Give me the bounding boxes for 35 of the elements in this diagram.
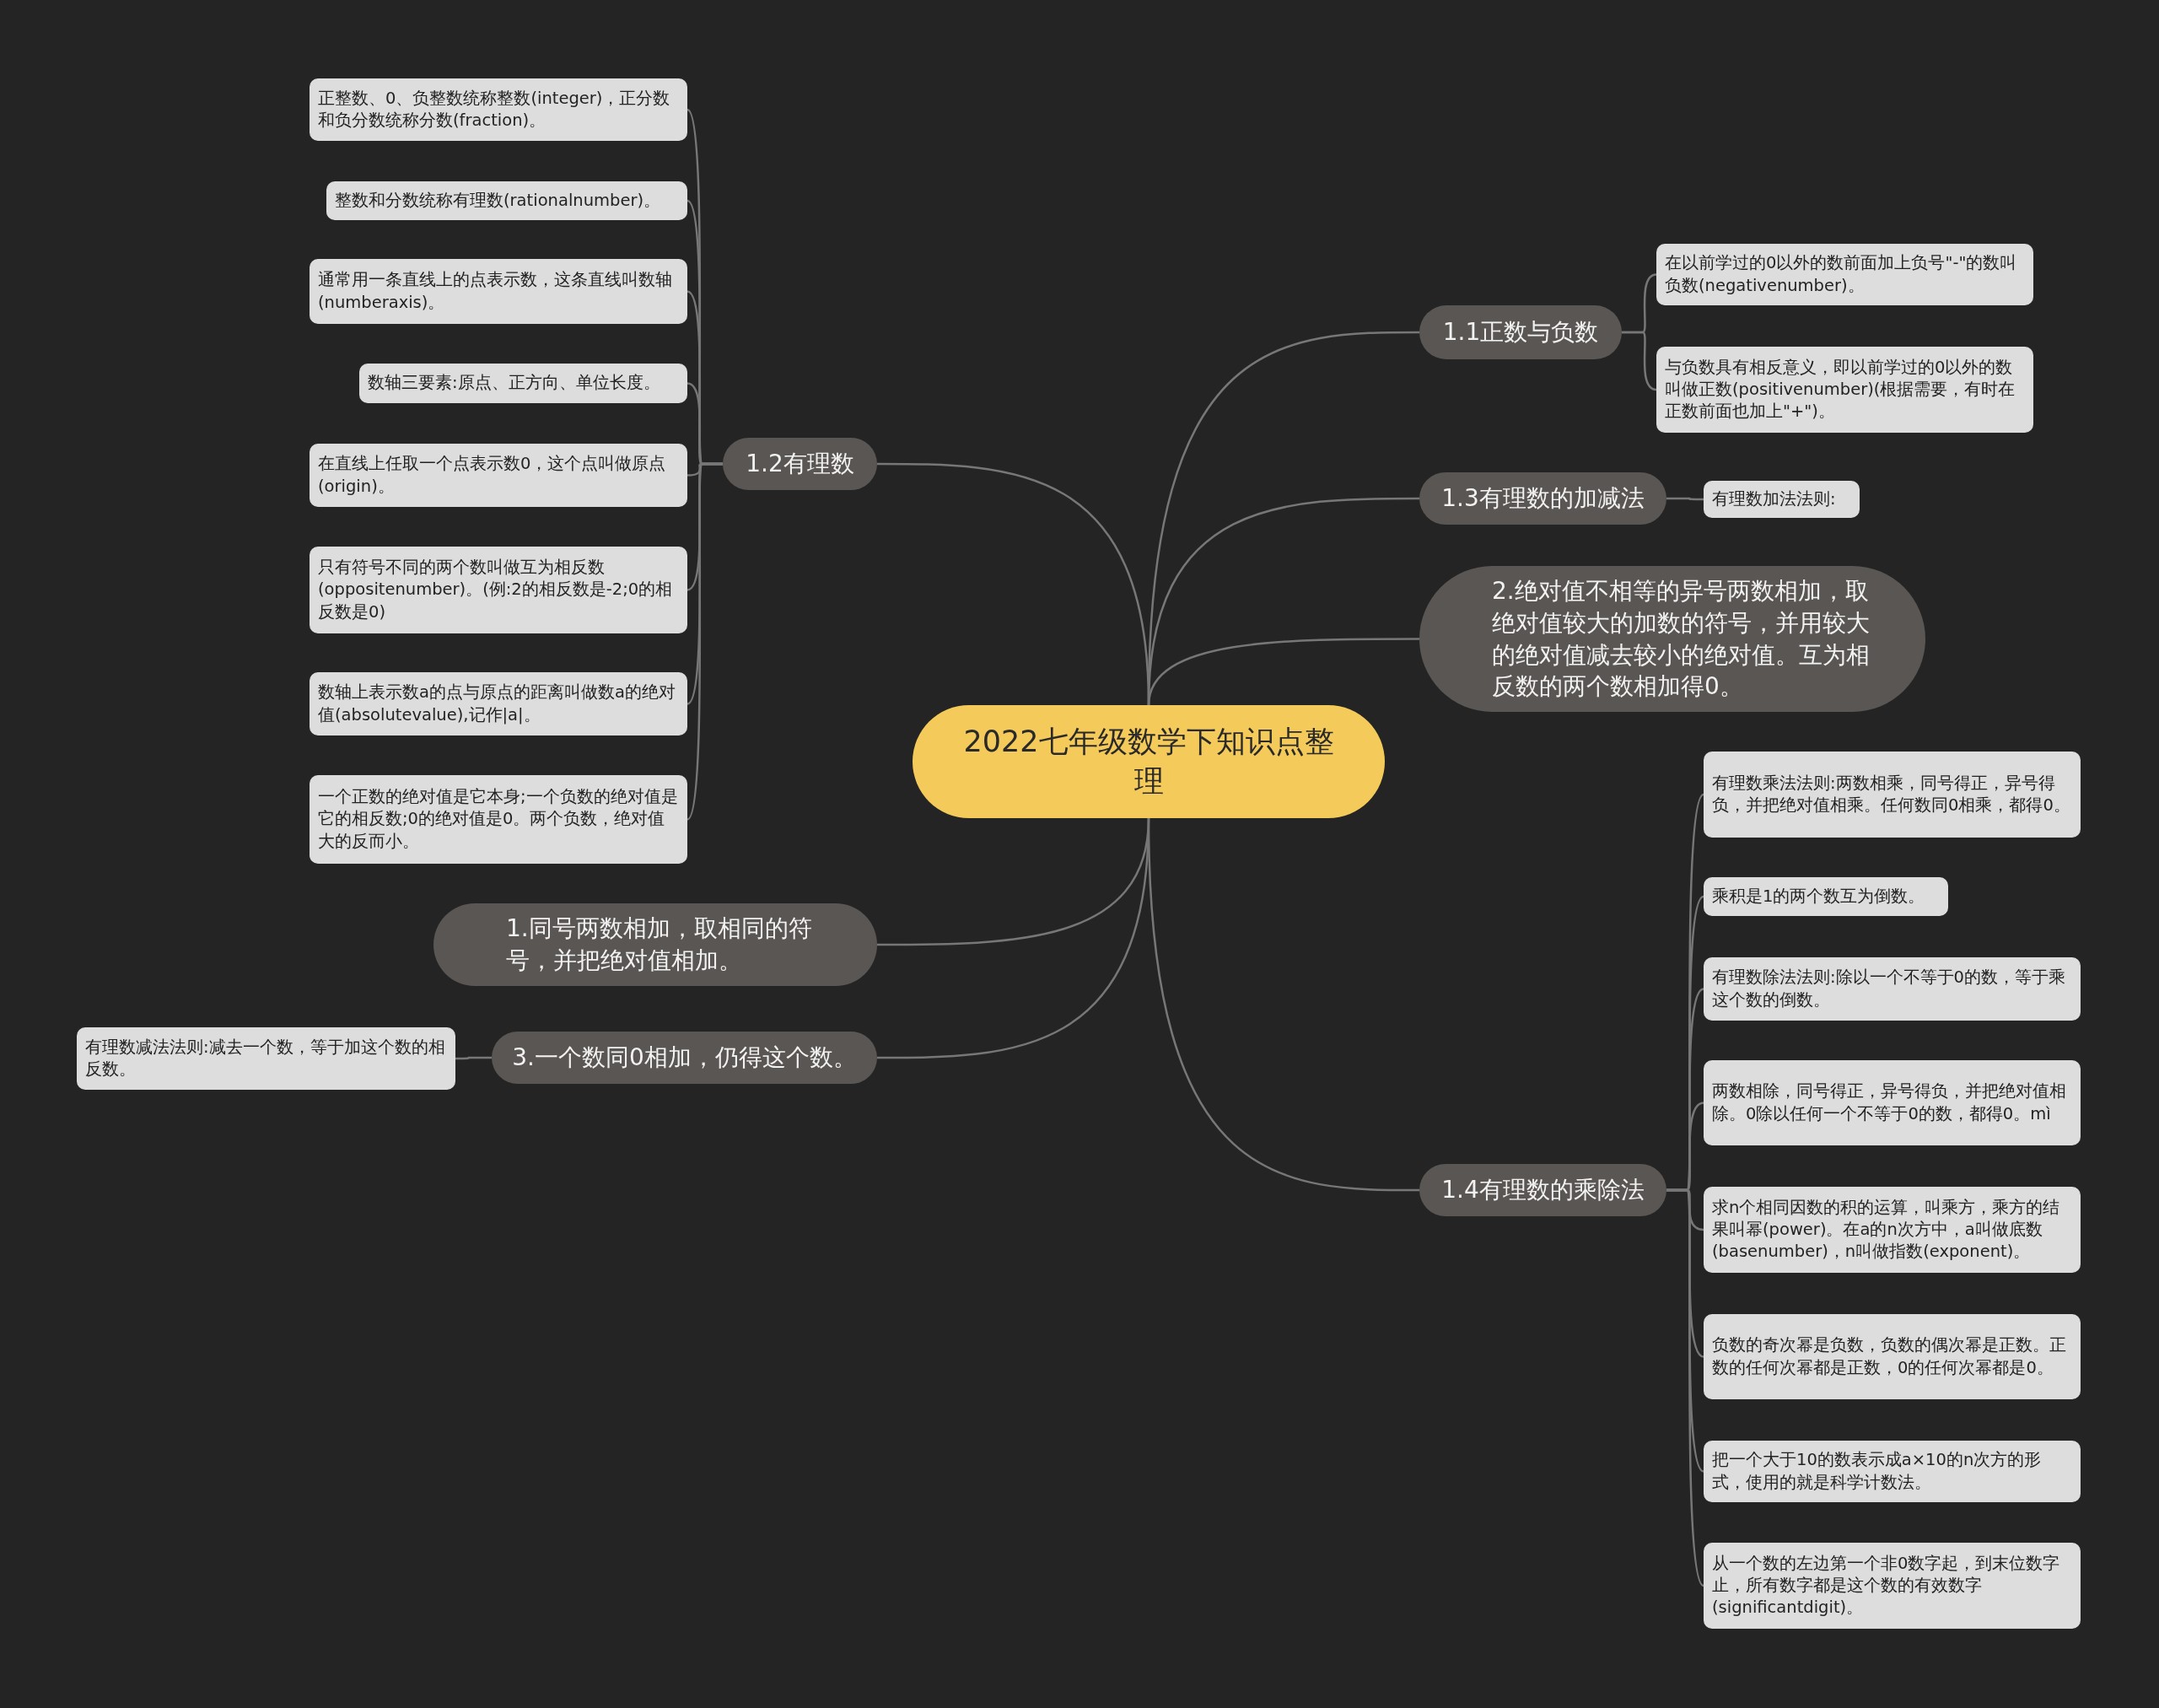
note-box: 乘积是1的两个数互为倒数。 <box>1704 877 1948 916</box>
topic-box: 1.2有理数 <box>723 438 877 490</box>
connector-line <box>1666 1188 1705 1587</box>
note-box: 有理数除法法则:除以一个不等于0的数，等于乘这个数的倒数。 <box>1704 957 2081 1021</box>
note-box: 在直线上任取一个点表示数0，这个点叫做原点(origin)。 <box>310 444 687 507</box>
connector-line <box>686 462 723 821</box>
note-box: 数轴上表示数a的点与原点的距离叫做数a的绝对值(absolutevalue),记作|a|。 <box>310 672 687 735</box>
connector-line <box>455 1056 492 1060</box>
connector-line <box>1666 497 1704 501</box>
note-box: 与负数具有相反意义，即以前学过的0以外的数叫做正数(positivenumber)(根据需要，有时在正数前面也加上"+")。 <box>1656 347 2033 433</box>
connector-line <box>1622 331 1657 391</box>
note-box: 一个正数的绝对值是它本身;一个负数的绝对值是它的相反数;0的绝对值是0。两个负数，绝对值大的反而小。 <box>310 775 687 864</box>
topic-box: 1.同号两数相加，取相同的符号，并把绝对值相加。 <box>433 903 877 986</box>
note-box: 正整数、0、负整数统称整数(integer)，正分数和负分数统称分数(fraction)。 <box>310 78 687 141</box>
note-box: 只有符号不同的两个数叫做互为相反数(oppositenumber)。(例:2的相反数是-2;0的相反数是0) <box>310 547 687 633</box>
note-box: 在以前学过的0以外的数前面加上负号"-"的数叫负数(negativenumber)。 <box>1656 244 2033 305</box>
topic-box: 2.绝对值不相等的异号两数相加，取绝对值较大的加数的符号，并用较大的绝对值减去较小的绝对值。互为相反数的两个数相加得0。 <box>1419 566 1925 712</box>
note-box: 有理数减法法则:减去一个数，等于加这个数的相反数。 <box>77 1027 455 1090</box>
note-box: 负数的奇次幂是负数，负数的偶次幂是正数。正数的任何次幂都是正数，0的任何次幂都是0。 <box>1704 1314 2081 1399</box>
note-box: 通常用一条直线上的点表示数，这条直线叫数轴(numberaxis)。 <box>310 259 687 324</box>
topic-box: 1.3有理数的加减法 <box>1419 472 1666 525</box>
topic-box: 3.一个数同0相加，仍得这个数。 <box>492 1032 877 1084</box>
central-topic: 2022七年级数学下知识点整理 <box>913 705 1385 818</box>
note-box: 两数相除，同号得正，异号得负，并把绝对值相除。0除以任何一个不等于0的数，都得0。mì <box>1704 1060 2081 1145</box>
connector-line <box>1147 638 1419 706</box>
topic-box: 1.1正数与负数 <box>1419 305 1622 359</box>
note-box: 求n个相同因数的积的运算，叫乘方，乘方的结果叫幂(power)。在a的n次方中，a叫做底数(basenumber)，n叫做指数(exponent)。 <box>1704 1187 2081 1273</box>
note-box: 有理数乘法法则:两数相乘，同号得正，异号得负，并把绝对值相乘。任何数同0相乘，都得0。 <box>1704 752 2081 838</box>
topic-box: 1.4有理数的乘除法 <box>1419 1164 1666 1216</box>
note-box: 从一个数的左边第一个非0数字起，到末位数字止，所有数字都是这个数的有效数字(significantdigit)。 <box>1704 1543 2081 1629</box>
note-box: 整数和分数统称有理数(rationalnumber)。 <box>326 181 687 220</box>
connector-line <box>877 817 1150 1059</box>
note-box: 有理数加法法则: <box>1704 481 1860 518</box>
note-box: 把一个大于10的数表示成a×10的n次方的形式，使用的就是科学计数法。 <box>1704 1441 2081 1502</box>
note-box: 数轴三要素:原点、正方向、单位长度。 <box>359 364 687 403</box>
